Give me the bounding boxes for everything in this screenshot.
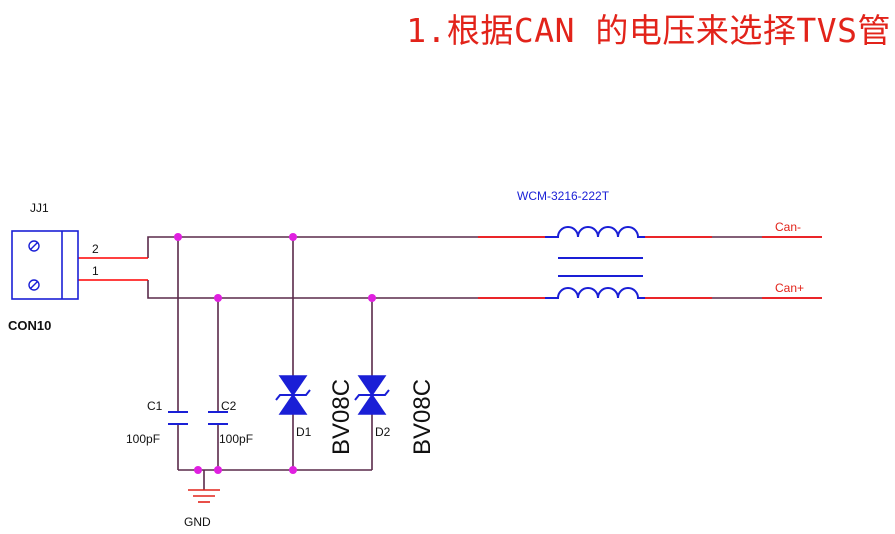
junction-dot	[174, 233, 182, 241]
junction-dot	[194, 466, 202, 474]
d1-ref: D1	[296, 425, 312, 439]
net-label-can-minus: Can-	[775, 220, 801, 234]
d2-part: BV08C	[409, 379, 436, 455]
tvs-diode-icon	[354, 375, 390, 415]
connector-body-icon	[11, 230, 79, 300]
pin-2-label: 2	[92, 242, 99, 256]
junction-dot	[368, 294, 376, 302]
d2-ref: D2	[375, 425, 391, 439]
wire-can-minus	[147, 236, 822, 258]
junction-dot	[214, 466, 222, 474]
net-label-can-plus: Can+	[775, 281, 804, 295]
tvs-diode-d1: D1 BV08C	[275, 375, 355, 455]
c1-value: 100pF	[126, 432, 160, 446]
connector-ref: JJ1	[30, 201, 49, 215]
ground-label: GND	[184, 515, 211, 529]
capacitor-c1: C1 100pF	[126, 399, 188, 446]
ground-icon	[188, 489, 220, 503]
pin-1-label: 1	[92, 264, 99, 278]
capacitor-c2: C2 100pF	[208, 399, 253, 446]
c2-ref: C2	[221, 399, 237, 413]
pin-stubs	[78, 236, 822, 299]
connector-part: CON10	[8, 318, 51, 333]
wire-can-plus	[147, 280, 822, 299]
d1-part: BV08C	[328, 379, 355, 455]
page-title: 1.根据CAN 的电压来选择TVS管	[406, 11, 891, 50]
c2-value: 100pF	[219, 432, 253, 446]
screw-terminal-icon	[28, 240, 40, 291]
junction-dot	[214, 294, 222, 302]
connector-jj1: JJ1 CON10 2 1	[8, 201, 99, 333]
junctions	[174, 233, 376, 474]
wires	[147, 236, 822, 490]
common-mode-choke: WCM-3216-222T	[517, 189, 645, 299]
inductor-coil-icon	[545, 226, 645, 299]
c1-ref: C1	[147, 399, 163, 413]
tvs-diode-icon	[275, 375, 311, 415]
tvs-diode-d2: D2 BV08C	[354, 375, 436, 455]
capacitor-icon	[168, 411, 188, 425]
choke-part: WCM-3216-222T	[517, 189, 610, 203]
junction-dot	[289, 233, 297, 241]
junction-dot	[289, 466, 297, 474]
ground-symbol: GND	[184, 489, 220, 529]
capacitor-icon	[208, 411, 228, 425]
